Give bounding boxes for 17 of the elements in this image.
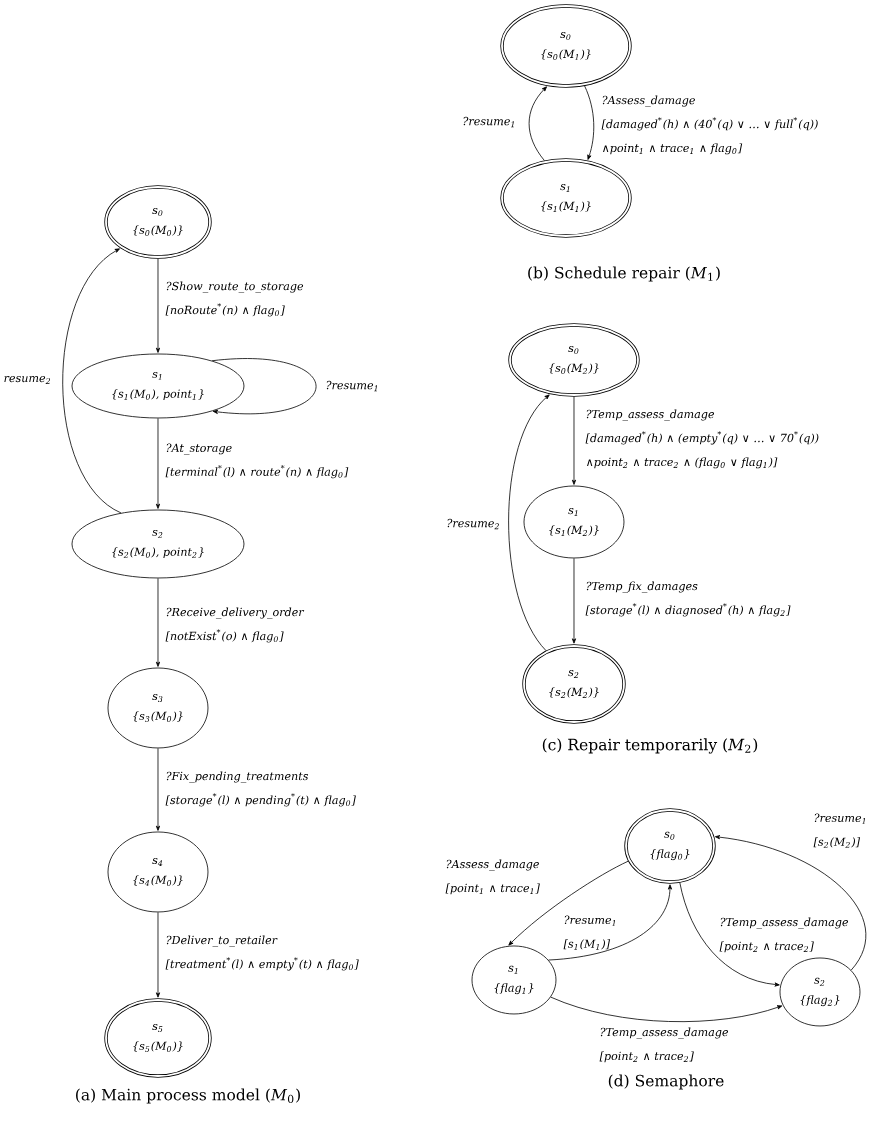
arrow [155, 748, 161, 831]
arrow [155, 912, 161, 998]
arrow [548, 884, 673, 961]
arrow [679, 882, 780, 987]
arrow [584, 85, 595, 160]
arrow [155, 418, 161, 509]
arrow [528, 86, 547, 161]
arrow [508, 860, 629, 946]
arrow [62, 248, 122, 514]
arrow [155, 578, 161, 667]
arrow [714, 835, 866, 971]
arrow [571, 558, 577, 644]
arrow [508, 394, 550, 651]
arrow [571, 396, 577, 485]
arrow [155, 258, 161, 353]
loop-arrow [211, 358, 317, 415]
arrow [550, 996, 783, 1022]
